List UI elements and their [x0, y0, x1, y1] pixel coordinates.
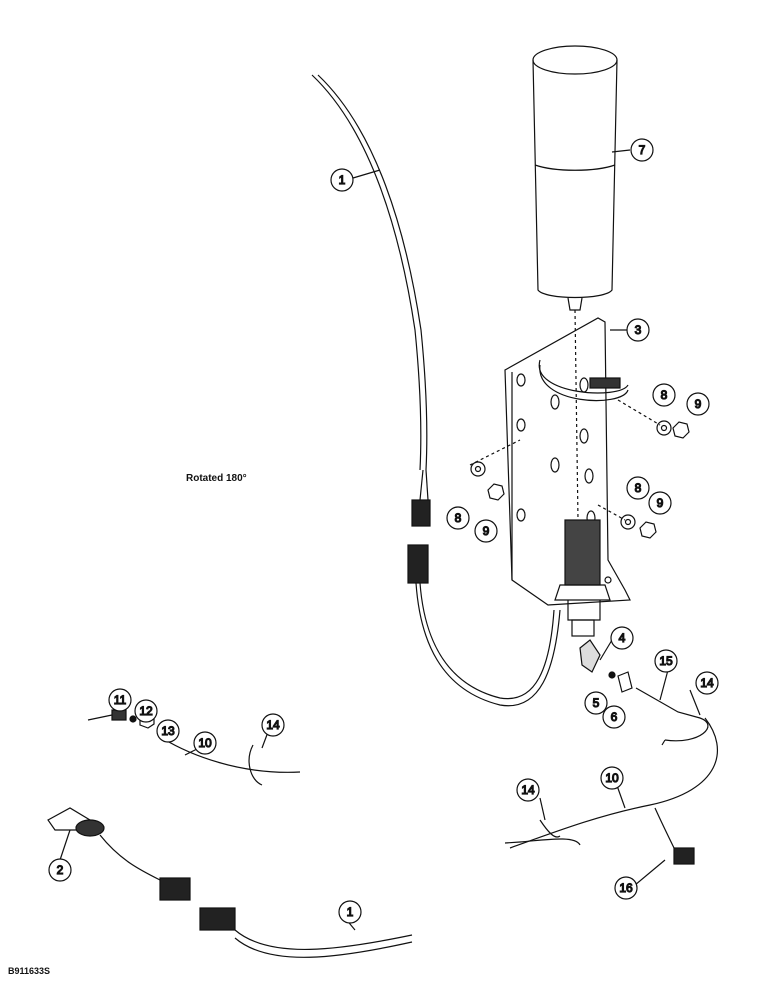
- callout-3: 3: [626, 318, 650, 342]
- rotation-note: Rotated 180°: [186, 473, 247, 484]
- svg-text:3: 3: [635, 323, 642, 337]
- callout-14-right: 14: [695, 671, 719, 695]
- svg-text:8: 8: [455, 511, 462, 525]
- callout-9-mid: 9: [648, 491, 672, 515]
- svg-text:14: 14: [700, 676, 714, 690]
- callout-12: 12: [134, 699, 158, 723]
- svg-text:2: 2: [57, 863, 64, 877]
- svg-text:14: 14: [266, 718, 280, 732]
- callout-9-right: 9: [686, 392, 710, 416]
- clamp-band: [538, 359, 629, 402]
- harness-connector: [407, 499, 561, 707]
- callout-10-lower: 10: [193, 731, 217, 755]
- callout-1-lower: 1: [338, 900, 362, 924]
- callout-15: 15: [654, 649, 678, 673]
- callout-14-left: 14: [261, 713, 285, 737]
- callout-13: 13: [156, 719, 180, 743]
- svg-text:1: 1: [339, 173, 346, 187]
- svg-text:9: 9: [483, 524, 490, 538]
- svg-text:9: 9: [695, 397, 702, 411]
- callout-5: 5: [584, 691, 608, 715]
- sensor-wire-right: [504, 687, 719, 865]
- elbow-fitting: [579, 639, 633, 693]
- svg-text:10: 10: [605, 771, 619, 785]
- svg-text:7: 7: [639, 143, 646, 157]
- svg-text:14: 14: [521, 783, 535, 797]
- callout-11: 11: [108, 688, 132, 712]
- callout-8-right: 8: [652, 383, 676, 407]
- callout-8-left: 8: [446, 506, 470, 530]
- callout-10-right: 10: [600, 766, 624, 790]
- svg-text:10: 10: [198, 736, 212, 750]
- callout-1-upper: 1: [330, 168, 354, 192]
- hardware-nuts: [469, 399, 690, 539]
- svg-text:13: 13: [161, 724, 175, 738]
- svg-text:9: 9: [657, 496, 664, 510]
- callout-7: 7: [630, 138, 654, 162]
- callout-2: 2: [48, 858, 72, 882]
- figure-id: B911633S: [8, 966, 51, 976]
- svg-text:11: 11: [114, 693, 127, 707]
- callout-6: 6: [602, 705, 626, 729]
- lower-switch-harness: [47, 807, 413, 958]
- svg-text:1: 1: [347, 905, 354, 919]
- svg-text:12: 12: [139, 704, 153, 718]
- filter-canister: [532, 45, 618, 521]
- callout-14-lower: 14: [516, 778, 540, 802]
- svg-text:4: 4: [619, 631, 626, 645]
- svg-text:5: 5: [593, 696, 600, 710]
- callout-4: 4: [610, 626, 634, 650]
- callout-16: 16: [614, 876, 638, 900]
- svg-text:16: 16: [619, 881, 633, 895]
- callouts: 1 7 3 8 9 8 9 8 9 4 5 6 15 14 10 14 16 1…: [48, 138, 719, 924]
- callout-8-mid: 8: [626, 476, 650, 500]
- wire-harness-upper: [311, 74, 429, 501]
- svg-text:8: 8: [635, 481, 642, 495]
- leader-lines: [59, 149, 701, 931]
- svg-text:6: 6: [611, 710, 618, 724]
- callout-9-left: 9: [474, 519, 498, 543]
- filter-head: [554, 519, 611, 637]
- svg-text:8: 8: [661, 388, 668, 402]
- sensor-wire-lower-left: [87, 709, 301, 786]
- svg-text:15: 15: [659, 654, 673, 668]
